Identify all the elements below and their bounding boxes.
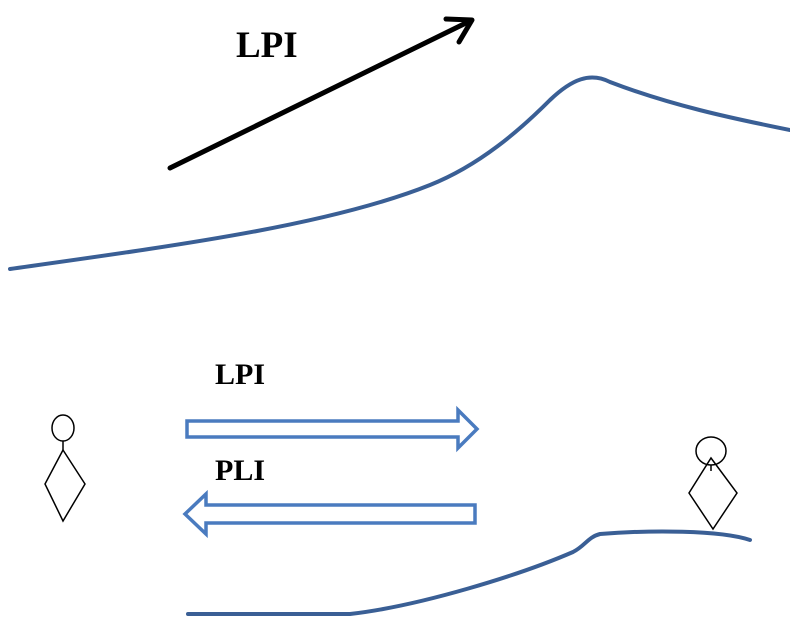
right-observer-figure (688, 436, 738, 531)
right-arrow-label: LPI (215, 358, 266, 391)
left-pointing-hollow-arrow (182, 489, 477, 539)
top-slope-profile (8, 75, 790, 271)
top-arrow-label: LPI (236, 25, 298, 66)
bottom-terrain-profile (186, 529, 752, 616)
left-arrow-label: PLI (215, 454, 266, 487)
top-direction-arrow (167, 16, 475, 171)
left-observer-figure (44, 414, 86, 523)
right-pointing-hollow-arrow (185, 405, 480, 453)
